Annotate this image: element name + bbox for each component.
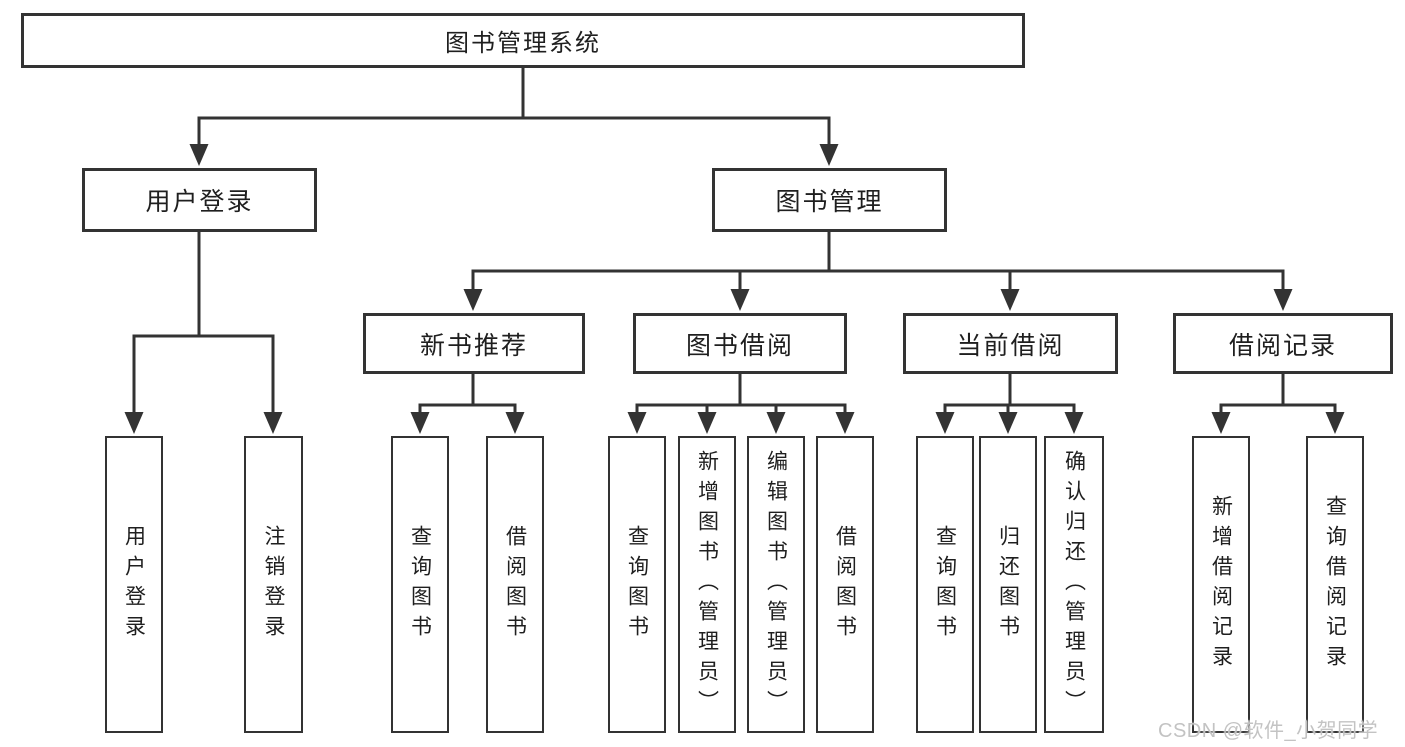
node-leaf-query-borrow-record: 查询借阅记录	[1306, 436, 1364, 733]
node-label: 借阅图书	[833, 524, 857, 645]
node-leaf-logout: 注销登录	[244, 436, 303, 733]
node-leaf-borrow-books-recommend: 借阅图书	[486, 436, 544, 733]
node-label: 用户登录	[122, 524, 146, 645]
node-library-management-system: 图书管理系统	[21, 13, 1025, 68]
node-label: 查询图书	[625, 524, 649, 645]
node-label: 借阅图书	[503, 524, 527, 645]
node-label: 编辑图书（管理员）	[764, 449, 788, 720]
node-leaf-query-books-current: 查询图书	[916, 436, 974, 733]
node-label: 图书管理	[775, 188, 884, 216]
node-leaf-add-books-admin: 新增图书（管理员）	[678, 436, 736, 733]
node-book-management: 图书管理	[712, 168, 947, 232]
node-label: 确认归还（管理员）	[1062, 449, 1086, 720]
node-leaf-user-login: 用户登录	[105, 436, 163, 733]
node-leaf-query-books-recommend: 查询图书	[391, 436, 449, 733]
node-book-borrowing: 图书借阅	[633, 313, 847, 374]
node-label: 图书借阅	[685, 331, 794, 360]
node-leaf-borrow-books: 借阅图书	[816, 436, 874, 733]
watermark: CSDN @软件_小贺同学	[1158, 720, 1379, 742]
node-new-book-recommendation: 新书推荐	[363, 313, 585, 374]
node-label: 查询借阅记录	[1323, 494, 1347, 675]
node-label: 当前借阅	[956, 331, 1065, 360]
node-leaf-confirm-return-admin: 确认归还（管理员）	[1044, 436, 1104, 733]
node-leaf-query-books-borrow: 查询图书	[608, 436, 666, 733]
node-label: 新增图书（管理员）	[695, 449, 719, 720]
node-label: 用户登录	[145, 188, 254, 216]
node-label: 新增借阅记录	[1209, 494, 1233, 675]
node-leaf-return-books: 归还图书	[979, 436, 1037, 733]
node-label: 查询图书	[408, 524, 432, 645]
node-label: 图书管理系统	[445, 30, 601, 57]
node-label: 新书推荐	[419, 331, 528, 360]
node-current-borrowing: 当前借阅	[903, 313, 1118, 374]
node-label: 借阅记录	[1228, 331, 1337, 360]
node-label: 归还图书	[996, 524, 1020, 645]
node-leaf-edit-books-admin: 编辑图书（管理员）	[747, 436, 805, 733]
node-borrowing-records: 借阅记录	[1173, 313, 1393, 374]
node-label: 查询图书	[933, 524, 957, 645]
node-label: 注销登录	[262, 524, 285, 645]
node-leaf-add-borrow-record: 新增借阅记录	[1192, 436, 1250, 733]
node-user-login: 用户登录	[82, 168, 317, 232]
